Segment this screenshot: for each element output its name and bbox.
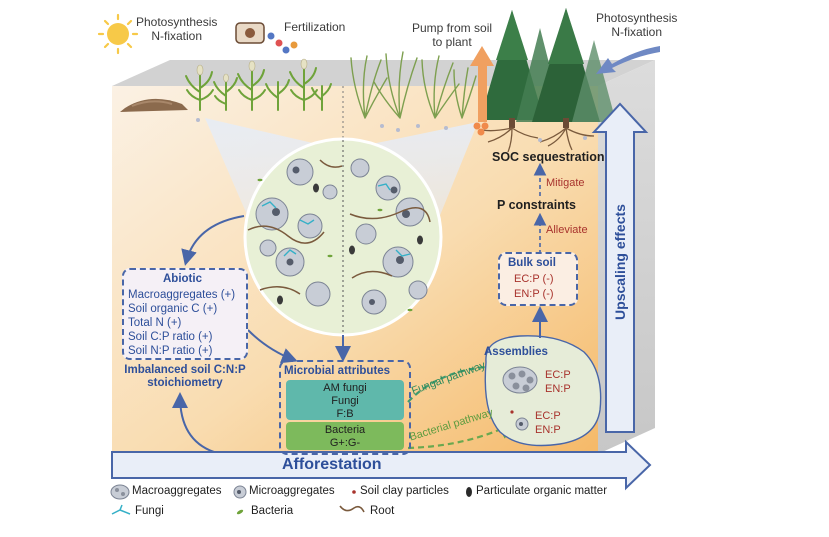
upscaling-effects-label: Upscaling effects bbox=[611, 204, 628, 320]
fungi-icon bbox=[111, 504, 131, 515]
assemblies-macro-enp: EN:P bbox=[545, 383, 571, 395]
afforestation-arrow bbox=[111, 439, 652, 491]
surface-particles bbox=[196, 118, 587, 142]
macroaggregate-icon bbox=[110, 484, 130, 500]
assemblies-micro-ecp: EC:P bbox=[535, 410, 561, 422]
shrub-plants bbox=[350, 51, 477, 119]
pump-label: Pump from soil to plant bbox=[412, 21, 493, 49]
legend-root: Root bbox=[370, 505, 395, 517]
bacteria-icon bbox=[236, 509, 244, 515]
microaggregate-icon bbox=[233, 485, 247, 499]
bulk-soil-title: Bulk soil bbox=[508, 257, 556, 269]
arrow-abiotic-to-microbial bbox=[247, 329, 298, 364]
legend-bacteria: Bacteria bbox=[251, 505, 294, 517]
assemblies-macro-ecp: EC:P bbox=[545, 369, 571, 381]
microbial-bacteria: Bacteria bbox=[324, 424, 366, 436]
sun-icon bbox=[97, 13, 139, 55]
pump-arrow bbox=[470, 46, 494, 136]
legend-clay-particles: Soil clay particles bbox=[360, 485, 449, 497]
abiotic-item-total-n: Total N (+) bbox=[128, 317, 182, 329]
microbial-box bbox=[279, 360, 411, 455]
abiotic-box bbox=[122, 268, 248, 360]
assemblies-title: Assemblies bbox=[484, 346, 548, 358]
root-icon bbox=[339, 505, 365, 513]
microbial-am-fungi: AM fungi bbox=[323, 382, 367, 394]
soil-microscope-view bbox=[243, 137, 443, 337]
soil-mound-icon bbox=[120, 98, 188, 112]
bacterial-pathway-arrow bbox=[407, 421, 518, 450]
microbial-fb-ratio: F:B bbox=[336, 408, 354, 420]
p-constraints-label: P constraints bbox=[497, 198, 576, 212]
abiotic-item-np-ratio: Soil N:P ratio (+) bbox=[128, 345, 213, 357]
photosynthesis-right-label: Photosynthesis N-fixation bbox=[596, 11, 678, 39]
legend-macroaggregates: Macroaggregates bbox=[132, 485, 222, 497]
particulate-organic-matter-icon bbox=[466, 487, 472, 497]
assemblies-micro-enp: EN:P bbox=[535, 424, 561, 436]
clay-particle-icon bbox=[352, 490, 356, 494]
bulk-soil-ecp: EC:P (-) bbox=[514, 273, 554, 285]
abiotic-item-soil-organic-c: Soil organic C (+) bbox=[128, 303, 218, 315]
legend-fungi: Fungi bbox=[135, 505, 164, 517]
microbial-gram-ratio: G+:G- bbox=[329, 437, 361, 449]
upscaling-arrow bbox=[591, 102, 649, 433]
abiotic-title: Abiotic bbox=[163, 273, 202, 285]
afforestation-label: Afforestation bbox=[282, 456, 382, 473]
bulk-soil-box bbox=[498, 252, 578, 306]
imbalanced-stoichiometry-label: Imbalanced soil C:N:P stoichiometry bbox=[124, 364, 246, 390]
bacterial-group-bg bbox=[286, 422, 404, 450]
abiotic-item-cp-ratio: Soil C:P ratio (+) bbox=[128, 331, 213, 343]
bulk-soil-enp: EN:P (-) bbox=[514, 288, 554, 300]
fertilization-label: Fertilization bbox=[284, 20, 346, 34]
microbial-title: Microbial attributes bbox=[284, 365, 391, 377]
crop-flowers bbox=[196, 58, 308, 83]
photosynthesis-left-label: Photosynthesis N-fixation bbox=[136, 15, 218, 43]
conifer-trees bbox=[480, 8, 616, 128]
arrow-return-to-imbalanced bbox=[172, 392, 215, 453]
assemblies-group bbox=[484, 335, 602, 447]
fertilizer-icon bbox=[235, 22, 298, 54]
alleviate-label: Alleviate bbox=[546, 224, 588, 236]
photosynthesis-arrow-right bbox=[596, 46, 660, 74]
crop-plants bbox=[185, 65, 332, 111]
soc-sequestration-label: SOC sequestration bbox=[492, 150, 605, 164]
tree-roots bbox=[481, 127, 595, 153]
fungal-group-bg bbox=[286, 380, 404, 420]
microbial-fungi: Fungi bbox=[331, 395, 359, 407]
legend-icons bbox=[110, 484, 472, 515]
mitigate-label: Mitigate bbox=[546, 177, 585, 189]
arrow-circle-to-abiotic bbox=[181, 215, 245, 266]
legend-particulate-organic-matter: Particulate organic matter bbox=[476, 485, 608, 497]
abiotic-item-macroaggregates: Macroaggregates (+) bbox=[128, 289, 236, 301]
legend-microaggregates: Microaggregates bbox=[249, 485, 335, 497]
